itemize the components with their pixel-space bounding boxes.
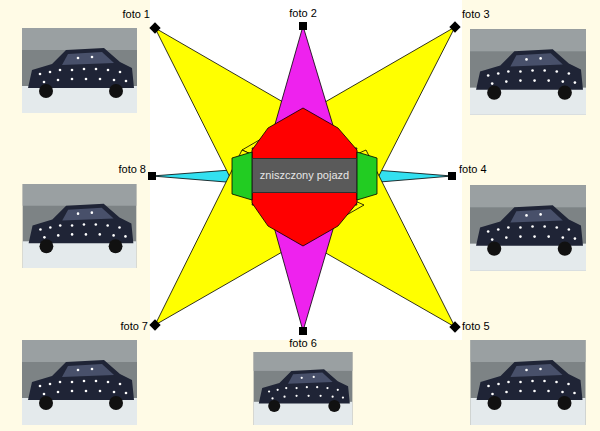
camera-markers: [148, 21, 461, 335]
photo-label: foto 3: [462, 8, 490, 21]
photo-label: foto 6: [289, 337, 317, 350]
photo-label: foto 7: [120, 320, 148, 333]
cone-yellow: [242, 27, 455, 205]
photo-label: foto 2: [289, 7, 317, 20]
cone-yellow: [155, 150, 364, 325]
photo-label: foto 4: [459, 163, 487, 176]
vehicle-box: zniszczony pojazd: [252, 158, 357, 193]
overlap-green: [357, 152, 377, 200]
photo-label: foto 1: [122, 8, 150, 21]
overlap-green: [232, 152, 252, 200]
view-cones: [152, 26, 455, 331]
photo-label: foto 5: [462, 320, 490, 333]
node-label: zniszczony pojazd: [257, 169, 352, 182]
overlap-red: [252, 108, 357, 246]
photo-label: foto 8: [118, 163, 146, 176]
